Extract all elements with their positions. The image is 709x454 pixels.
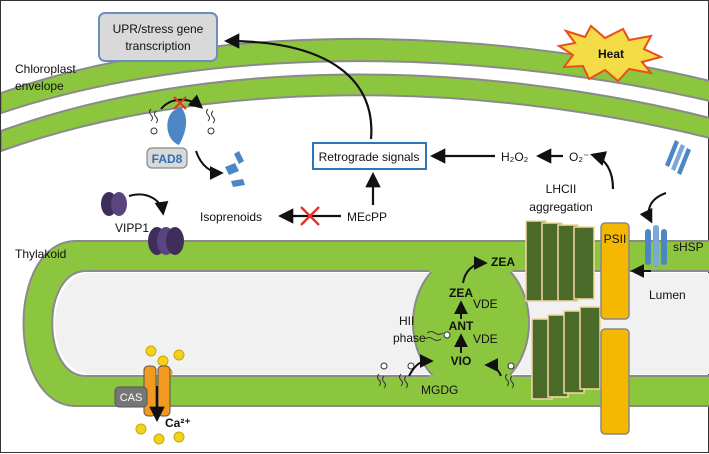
- lumen-label: Lumen: [649, 288, 686, 302]
- psii-bottom: [601, 329, 629, 434]
- shsp-label: sHSP: [673, 240, 704, 254]
- upr-box-line1: UPR/stress gene: [113, 22, 204, 36]
- retrograde-signals-label: Retrograde signals: [319, 150, 420, 164]
- mecpp-label: MEcPP: [347, 210, 387, 224]
- cas-label: CAS: [120, 392, 143, 404]
- calcium-channel-right: [158, 366, 170, 416]
- inner-envelope-membrane: [1, 75, 709, 151]
- lhcii-aggregate-top: [526, 221, 594, 301]
- calcium-label: Ca²⁺: [165, 416, 191, 430]
- arrow-fad8-degradation: [196, 151, 221, 173]
- fad8-fragments: [225, 151, 245, 187]
- h2o2-label: H₂O₂: [501, 150, 529, 164]
- fad8-protein: [167, 107, 186, 145]
- psii-label: PSII: [604, 232, 627, 246]
- lipid-icon-right: [207, 109, 215, 134]
- shsp-protein-free: [665, 140, 691, 175]
- lhcii-aggregate-bottom: [532, 307, 600, 399]
- ant-label: ANT: [449, 319, 474, 333]
- isoprenoids-label: Isoprenoids: [200, 210, 262, 224]
- vio-label: VIO: [451, 354, 472, 368]
- zea-top-label: ZEA: [491, 255, 515, 269]
- o2-label: O₂⁻: [569, 150, 589, 164]
- arrow-lhcii-to-o2: [593, 155, 613, 189]
- zea-label: ZEA: [449, 286, 473, 300]
- mgdg-label: MGDG: [421, 383, 458, 397]
- lhcii-label-2: aggregation: [529, 200, 592, 214]
- chloroplast-envelope-label-2: envelope: [15, 79, 64, 93]
- hii-phase-label-1: HII: [399, 314, 414, 328]
- lhcii-label-1: LHCII: [546, 182, 577, 196]
- arrow-shsp-binding: [649, 193, 666, 221]
- shsp-protein-bound: [645, 225, 667, 267]
- hii-phase-label-2: phase: [393, 331, 426, 345]
- fad8-label: FAD8: [152, 152, 183, 166]
- arrow-vipp1-assembly: [129, 195, 163, 213]
- chloroplast-envelope-label-1: Chloroplast: [15, 62, 76, 76]
- vipp1-label: VIPP1: [115, 221, 149, 235]
- vde-label-1: VDE: [473, 297, 498, 311]
- heat-label: Heat: [598, 47, 624, 61]
- vipp1-protein-monomer: [101, 192, 127, 216]
- thylakoid-label: Thylakoid: [15, 247, 66, 261]
- vipp1-protein-assembly: [148, 227, 184, 255]
- upr-box-line2: transcription: [125, 39, 190, 53]
- upr-box: [99, 13, 217, 61]
- vde-label-2: VDE: [473, 332, 498, 346]
